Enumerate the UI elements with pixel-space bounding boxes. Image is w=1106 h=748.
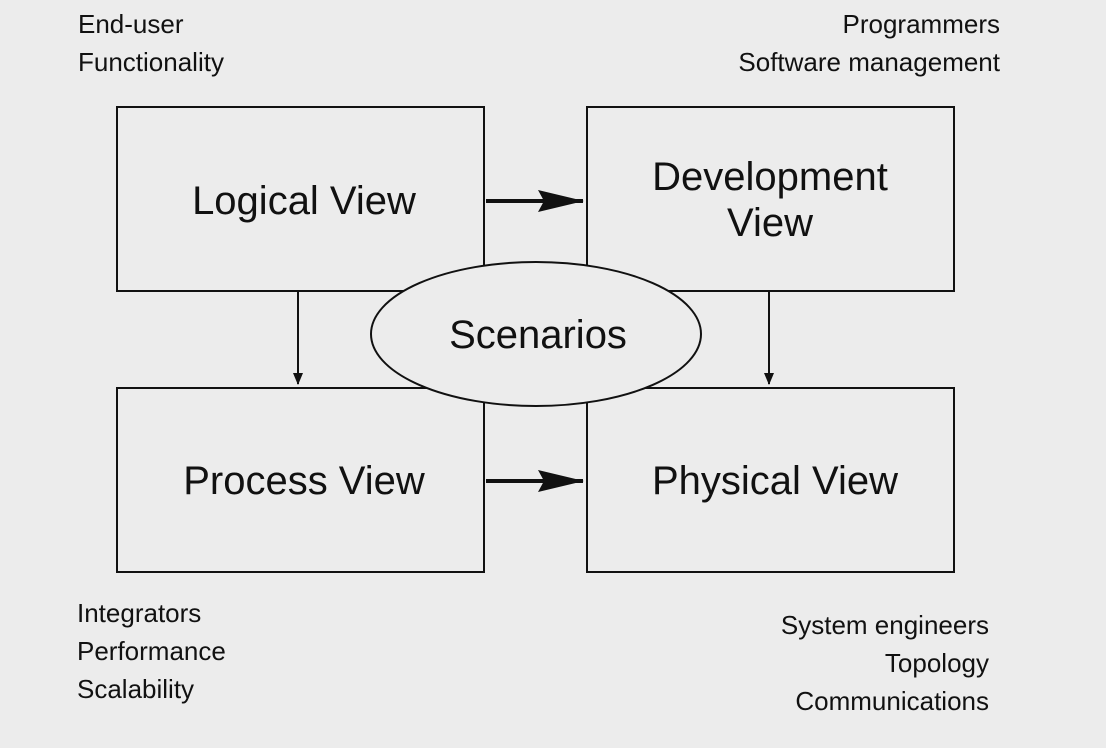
top-right-stakeholders: Programmers Software management [738,5,1000,81]
development-view-label-line2: View [727,201,813,245]
logical-view-box [116,106,485,292]
development-view-box [586,106,955,292]
process-view-label: Process View [183,459,425,503]
stakeholder-system-engineers: System engineers [780,610,989,640]
physical-view-box [586,387,955,573]
physical-view-label: Physical View [652,459,898,503]
process-view-box [116,387,485,573]
concern-functionality: Functionality [78,47,224,77]
bottom-right-stakeholders: System engineers Topology Communications [781,606,989,720]
concern-communications: Communications [795,686,989,716]
stakeholder-end-user: End-user [78,9,184,39]
concern-software-management: Software management [738,47,1000,77]
logical-view-label: Logical View [192,179,416,223]
scenarios-ellipse [370,261,702,407]
concern-scalability: Scalability [77,674,195,704]
top-left-stakeholders: End-user Functionality [78,5,224,81]
development-view-label-line1: Development [652,155,888,199]
scenarios-label: Scenarios [449,313,627,357]
stakeholder-programmers: Programmers [842,9,1000,39]
stakeholder-integrators: Integrators [77,598,202,628]
concern-performance: Performance [77,636,226,666]
bottom-left-stakeholders: Integrators Performance Scalability [77,594,226,708]
concern-topology: Topology [884,648,989,678]
